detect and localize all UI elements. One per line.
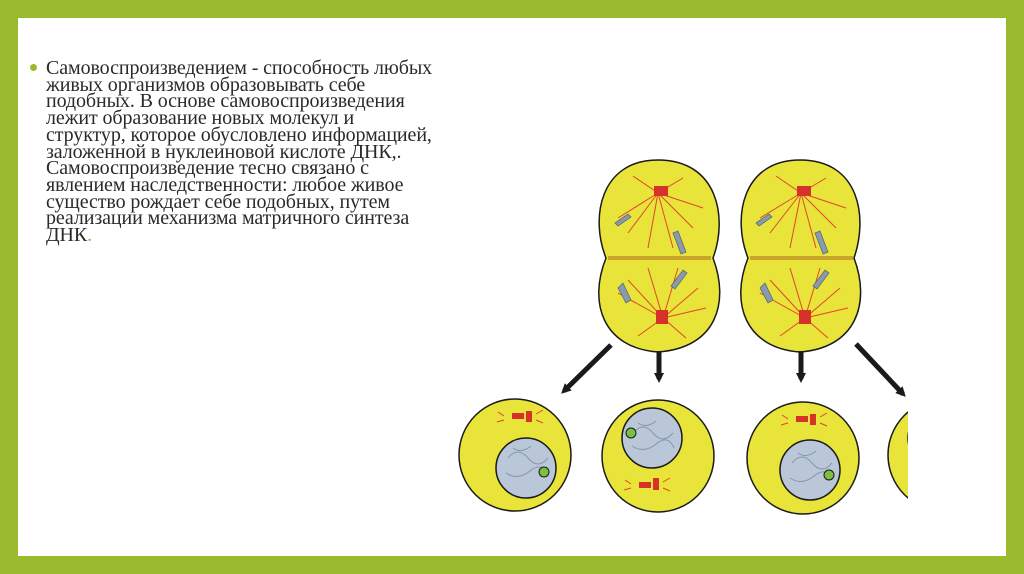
- body-text-content: Самовоспроизведением - способность любых…: [46, 57, 433, 247]
- nucleolus: [625, 427, 637, 439]
- daughter-cell-2: [601, 399, 715, 513]
- chromosomes: [614, 213, 688, 304]
- centrosome-top: [797, 186, 811, 196]
- nucleus: [621, 407, 683, 469]
- dividing-cell-right: [740, 159, 862, 353]
- arrow-icon: [561, 343, 613, 394]
- cell-division-diagram: [458, 159, 908, 515]
- daughter-cell-1: [458, 398, 572, 512]
- slide: Самовоспроизведением - способность любых…: [18, 18, 1006, 556]
- daughter-cell-4: [887, 411, 908, 499]
- dividing-cell-left: [598, 159, 721, 353]
- chromosomes: [755, 213, 830, 304]
- centrosome-top: [654, 186, 668, 196]
- centrosome: [780, 412, 828, 427]
- arrow-icon: [854, 342, 906, 397]
- nucleus: [779, 439, 841, 501]
- body-text: Самовоспроизведением - способность любых…: [46, 57, 436, 247]
- centrosome: [623, 477, 671, 492]
- bullet-icon: [30, 64, 37, 71]
- daughter-cell-3: [746, 401, 860, 515]
- nucleolus: [823, 469, 835, 481]
- centrosome-bottom: [656, 310, 668, 324]
- division-arrows: [561, 342, 906, 397]
- centrosome: [496, 409, 544, 424]
- centrosome-bottom: [799, 310, 811, 324]
- body-text-period: .: [87, 224, 93, 247]
- nucleolus: [538, 466, 550, 478]
- nucleus: [495, 437, 557, 499]
